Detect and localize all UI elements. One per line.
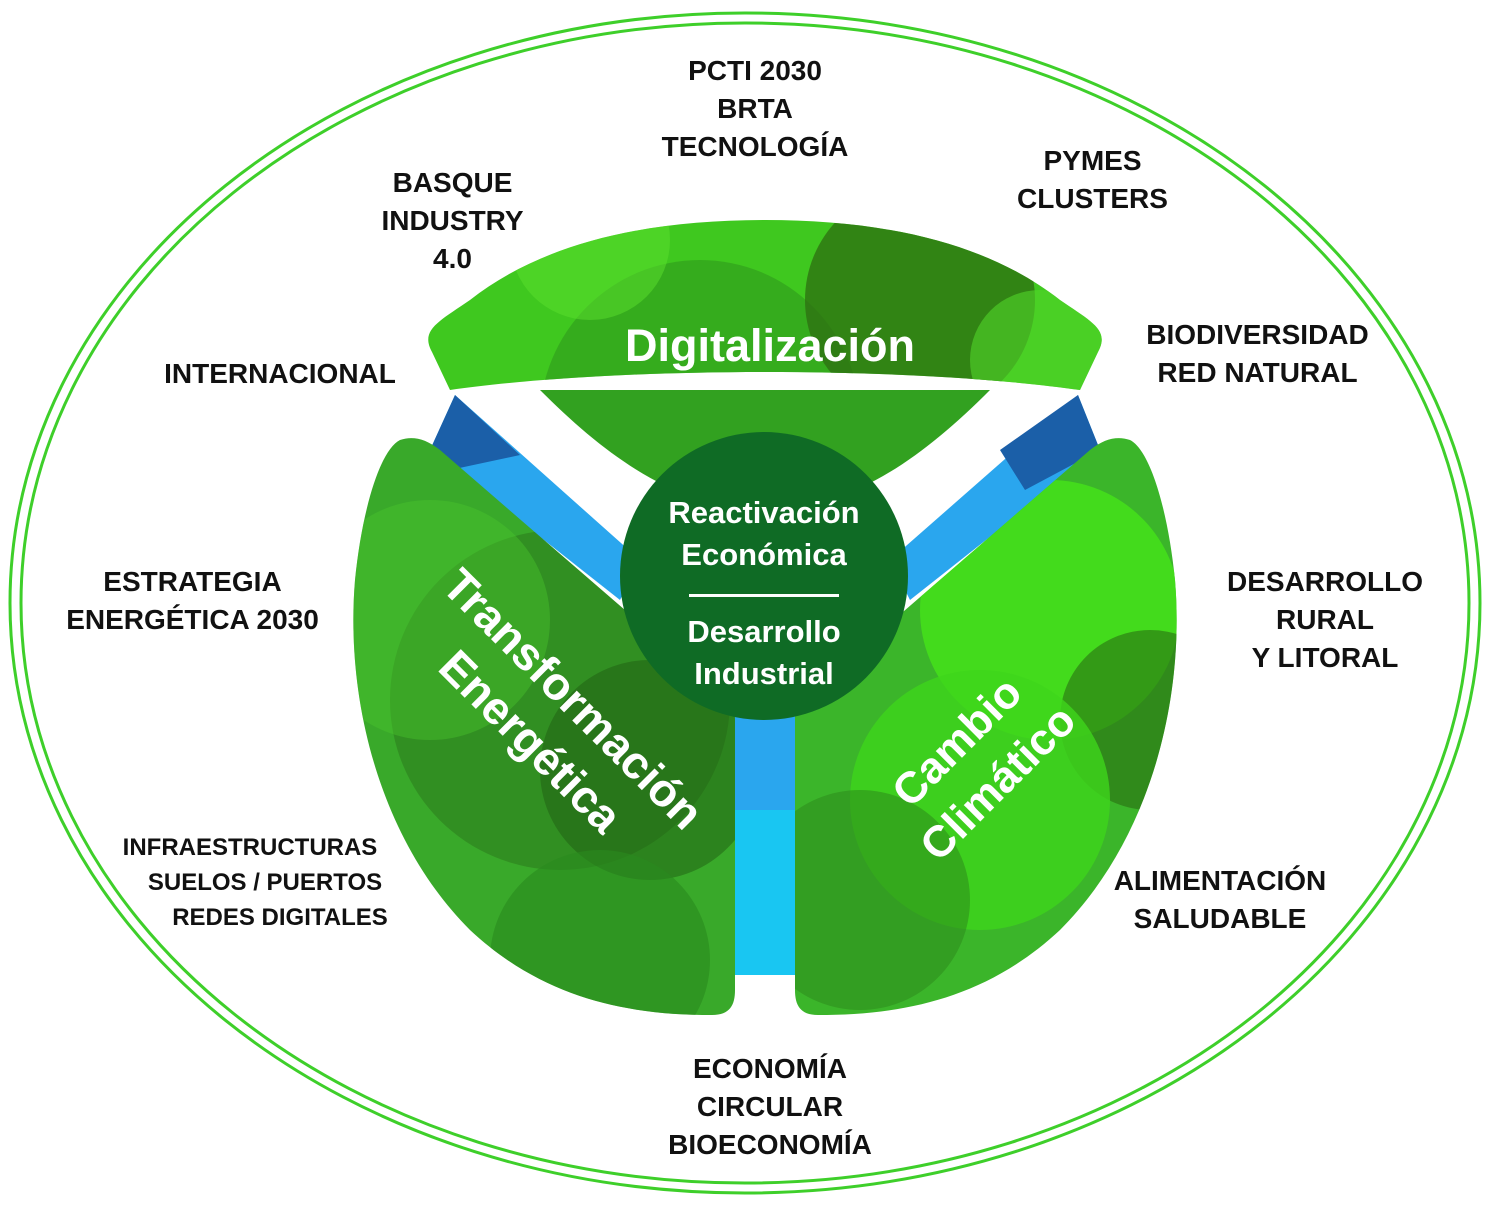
label-infraestructuras-1: INFRAESTRUCTURAS — [122, 834, 378, 861]
label-basque-3: 4.0 — [433, 243, 472, 274]
center-line-4: Industrial — [694, 656, 834, 691]
label-basque-2: INDUSTRY — [381, 205, 524, 236]
label-pymes-2: CLUSTERS — [1017, 183, 1168, 214]
label-economia: ECONOMÍA CIRCULAR BIOECONOMÍA — [630, 1050, 910, 1164]
center-line-3: Desarrollo — [687, 614, 841, 649]
label-pcti-2: BRTA — [717, 93, 793, 124]
label-pcti-1: PCTI 2030 — [688, 55, 822, 86]
label-economia-3: BIOECONOMÍA — [668, 1129, 872, 1160]
outer-ring — [8, 11, 1482, 1195]
label-infraestructuras-3: REDES DIGITALES — [172, 904, 388, 931]
center-core: Reactivación Económica Desarrollo Indust… — [620, 432, 908, 720]
label-estrategia-2: ENERGÉTICA 2030 — [66, 604, 319, 635]
label-economia-1: ECONOMÍA — [693, 1053, 847, 1084]
label-infraestructuras: INFRAESTRUCTURAS SUELOS / PUERTOS REDES … — [100, 830, 430, 935]
center-divider — [689, 594, 839, 597]
center-line-1: Reactivación — [668, 495, 860, 530]
label-desarrollo-rural-3: Y LITORAL — [1251, 642, 1399, 673]
center-line-2: Económica — [681, 537, 847, 572]
pillar-digitalizacion: Digitalización — [624, 320, 916, 371]
label-desarrollo-rural-1: DESARROLLO — [1227, 566, 1423, 597]
label-pymes: PYMES CLUSTERS — [990, 142, 1195, 218]
label-estrategia: ESTRATEGIA ENERGÉTICA 2030 — [40, 563, 345, 639]
label-basque-1: BASQUE — [392, 167, 513, 198]
label-pymes-1: PYMES — [1043, 145, 1142, 176]
petal-cambio-climatico — [795, 438, 1177, 1016]
label-desarrollo-rural-2: RURAL — [1276, 604, 1374, 635]
label-estrategia-1: ESTRATEGIA — [103, 566, 282, 597]
label-pcti: PCTI 2030 BRTA TECNOLOGÍA — [630, 52, 880, 166]
label-alimentacion-2: SALUDABLE — [1133, 903, 1307, 934]
label-alimentacion-1: ALIMENTACIÓN — [1113, 865, 1327, 896]
petal-digitalizacion — [428, 220, 1102, 390]
label-biodiversidad-2: RED NATURAL — [1157, 357, 1358, 388]
label-pcti-3: TECNOLOGÍA — [661, 131, 849, 162]
label-internacional-1: INTERNACIONAL — [164, 358, 396, 389]
label-internacional: INTERNACIONAL — [130, 355, 430, 393]
inner-ring — [19, 21, 1471, 1185]
label-economia-2: CIRCULAR — [696, 1091, 844, 1122]
label-biodiversidad: BIODIVERSIDAD RED NATURAL — [1115, 316, 1400, 392]
label-infraestructuras-2: SUELOS / PUERTOS — [147, 869, 383, 896]
label-desarrollo-rural: DESARROLLO RURAL Y LITORAL — [1200, 563, 1450, 677]
label-alimentacion: ALIMENTACIÓN SALUDABLE — [1085, 862, 1355, 938]
label-biodiversidad-1: BIODIVERSIDAD — [1146, 319, 1369, 350]
label-basque: BASQUE INDUSTRY 4.0 — [355, 164, 550, 278]
